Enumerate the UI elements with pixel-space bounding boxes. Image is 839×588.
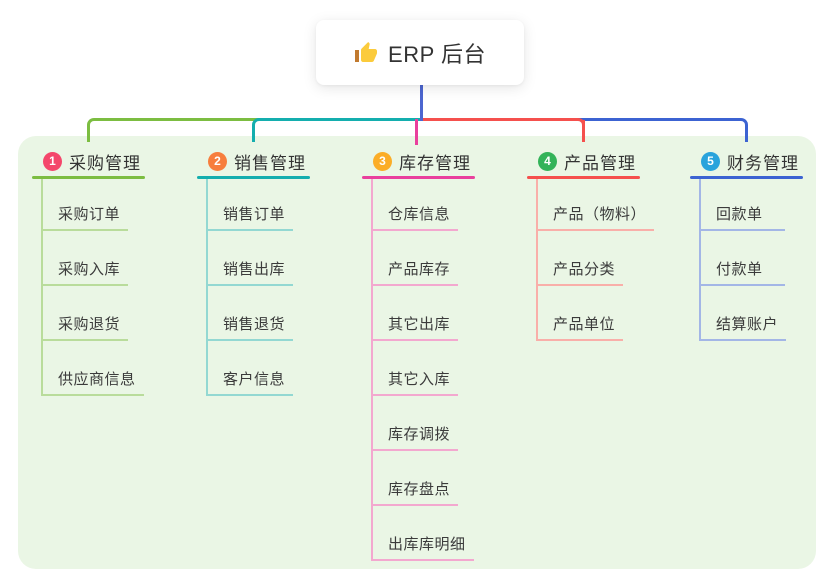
child-node[interactable]: 客户信息 xyxy=(206,363,294,396)
child-node-label: 采购退货 xyxy=(58,316,121,333)
child-node-label: 库存调拨 xyxy=(388,426,451,443)
branch-children-spine xyxy=(41,179,43,396)
child-node[interactable]: 销售订单 xyxy=(206,198,294,231)
branch-node-1[interactable]: 1 采购管理 xyxy=(32,150,141,173)
branch-title-label: 采购管理 xyxy=(69,153,141,173)
child-node-label: 客户信息 xyxy=(223,371,286,388)
child-node[interactable]: 产品分类 xyxy=(536,253,624,286)
branch-node-4[interactable]: 4 产品管理 xyxy=(527,150,636,173)
branch-children-spine xyxy=(206,179,208,396)
child-node-label: 结算账户 xyxy=(716,316,779,333)
child-node[interactable]: 其它出库 xyxy=(371,308,459,341)
child-node-label: 产品（物料） xyxy=(553,206,647,223)
child-node-label: 产品单位 xyxy=(553,316,616,333)
child-node-label: 销售订单 xyxy=(223,206,286,223)
child-node-label: 其它出库 xyxy=(388,316,451,333)
branch-children-spine xyxy=(699,179,701,341)
child-node-label: 供应商信息 xyxy=(58,371,136,388)
child-node[interactable]: 采购入库 xyxy=(41,253,129,286)
child-node[interactable]: 仓库信息 xyxy=(371,198,459,231)
child-node-label: 采购订单 xyxy=(58,206,121,223)
branch-number-badge: 4 xyxy=(538,151,557,171)
thumbs-up-icon xyxy=(355,41,378,62)
child-node-label: 产品库存 xyxy=(388,261,451,278)
branch-node-5[interactable]: 5 财务管理 xyxy=(690,150,799,173)
child-node[interactable]: 销售出库 xyxy=(206,253,294,286)
branch-node-2[interactable]: 2 销售管理 xyxy=(197,150,306,173)
child-node-label: 回款单 xyxy=(716,206,763,223)
connector-branch-3 xyxy=(415,119,418,145)
child-node[interactable]: 付款单 xyxy=(699,253,785,286)
branch-title-label: 财务管理 xyxy=(727,153,799,173)
child-node-label: 销售退货 xyxy=(223,316,286,333)
branch-title-label: 库存管理 xyxy=(399,153,471,173)
connector-branch-5 xyxy=(423,118,748,142)
child-node[interactable]: 产品（物料） xyxy=(536,198,655,231)
branch-children-spine xyxy=(536,179,538,341)
child-node[interactable]: 结算账户 xyxy=(699,308,787,341)
branch-underline xyxy=(32,176,145,179)
connector-branch-4 xyxy=(423,118,585,142)
child-node[interactable]: 库存盘点 xyxy=(371,473,459,506)
child-node[interactable]: 库存调拨 xyxy=(371,418,459,451)
branch-number-badge: 1 xyxy=(43,151,62,171)
branch-underline xyxy=(197,176,310,179)
branch-children-spine xyxy=(371,179,373,561)
branch-number-badge: 5 xyxy=(701,151,720,171)
child-node-label: 库存盘点 xyxy=(388,481,451,498)
branches-panel xyxy=(18,136,816,569)
child-node[interactable]: 回款单 xyxy=(699,198,785,231)
connector-branch-2 xyxy=(252,118,423,142)
child-node[interactable]: 供应商信息 xyxy=(41,363,144,396)
child-node[interactable]: 采购退货 xyxy=(41,308,129,341)
branch-title-label: 产品管理 xyxy=(564,153,636,173)
branch-underline xyxy=(527,176,640,179)
child-node[interactable]: 采购订单 xyxy=(41,198,129,231)
root-node-label: ERP 后台 xyxy=(388,41,486,67)
child-node-label: 采购入库 xyxy=(58,261,121,278)
connector-root-stem xyxy=(420,84,423,121)
child-node-label: 其它入库 xyxy=(388,371,451,388)
child-node-label: 仓库信息 xyxy=(388,206,451,223)
child-node-label: 产品分类 xyxy=(553,261,616,278)
child-node[interactable]: 出库库明细 xyxy=(371,528,474,561)
connector-branch-4 xyxy=(582,120,585,142)
child-node[interactable]: 产品单位 xyxy=(536,308,624,341)
branch-underline xyxy=(690,176,803,179)
branch-node-3[interactable]: 3 库存管理 xyxy=(362,150,471,173)
child-node[interactable]: 其它入库 xyxy=(371,363,459,396)
branch-number-badge: 3 xyxy=(373,151,392,171)
child-node[interactable]: 产品库存 xyxy=(371,253,459,286)
root-node[interactable]: ERP 后台 xyxy=(316,20,524,85)
branch-title-label: 销售管理 xyxy=(234,153,306,173)
child-node-label: 付款单 xyxy=(716,261,763,278)
branch-number-badge: 2 xyxy=(208,151,227,171)
child-node-label: 出库库明细 xyxy=(388,536,466,553)
branch-underline xyxy=(362,176,475,179)
child-node[interactable]: 销售退货 xyxy=(206,308,294,341)
child-node-label: 销售出库 xyxy=(223,261,286,278)
